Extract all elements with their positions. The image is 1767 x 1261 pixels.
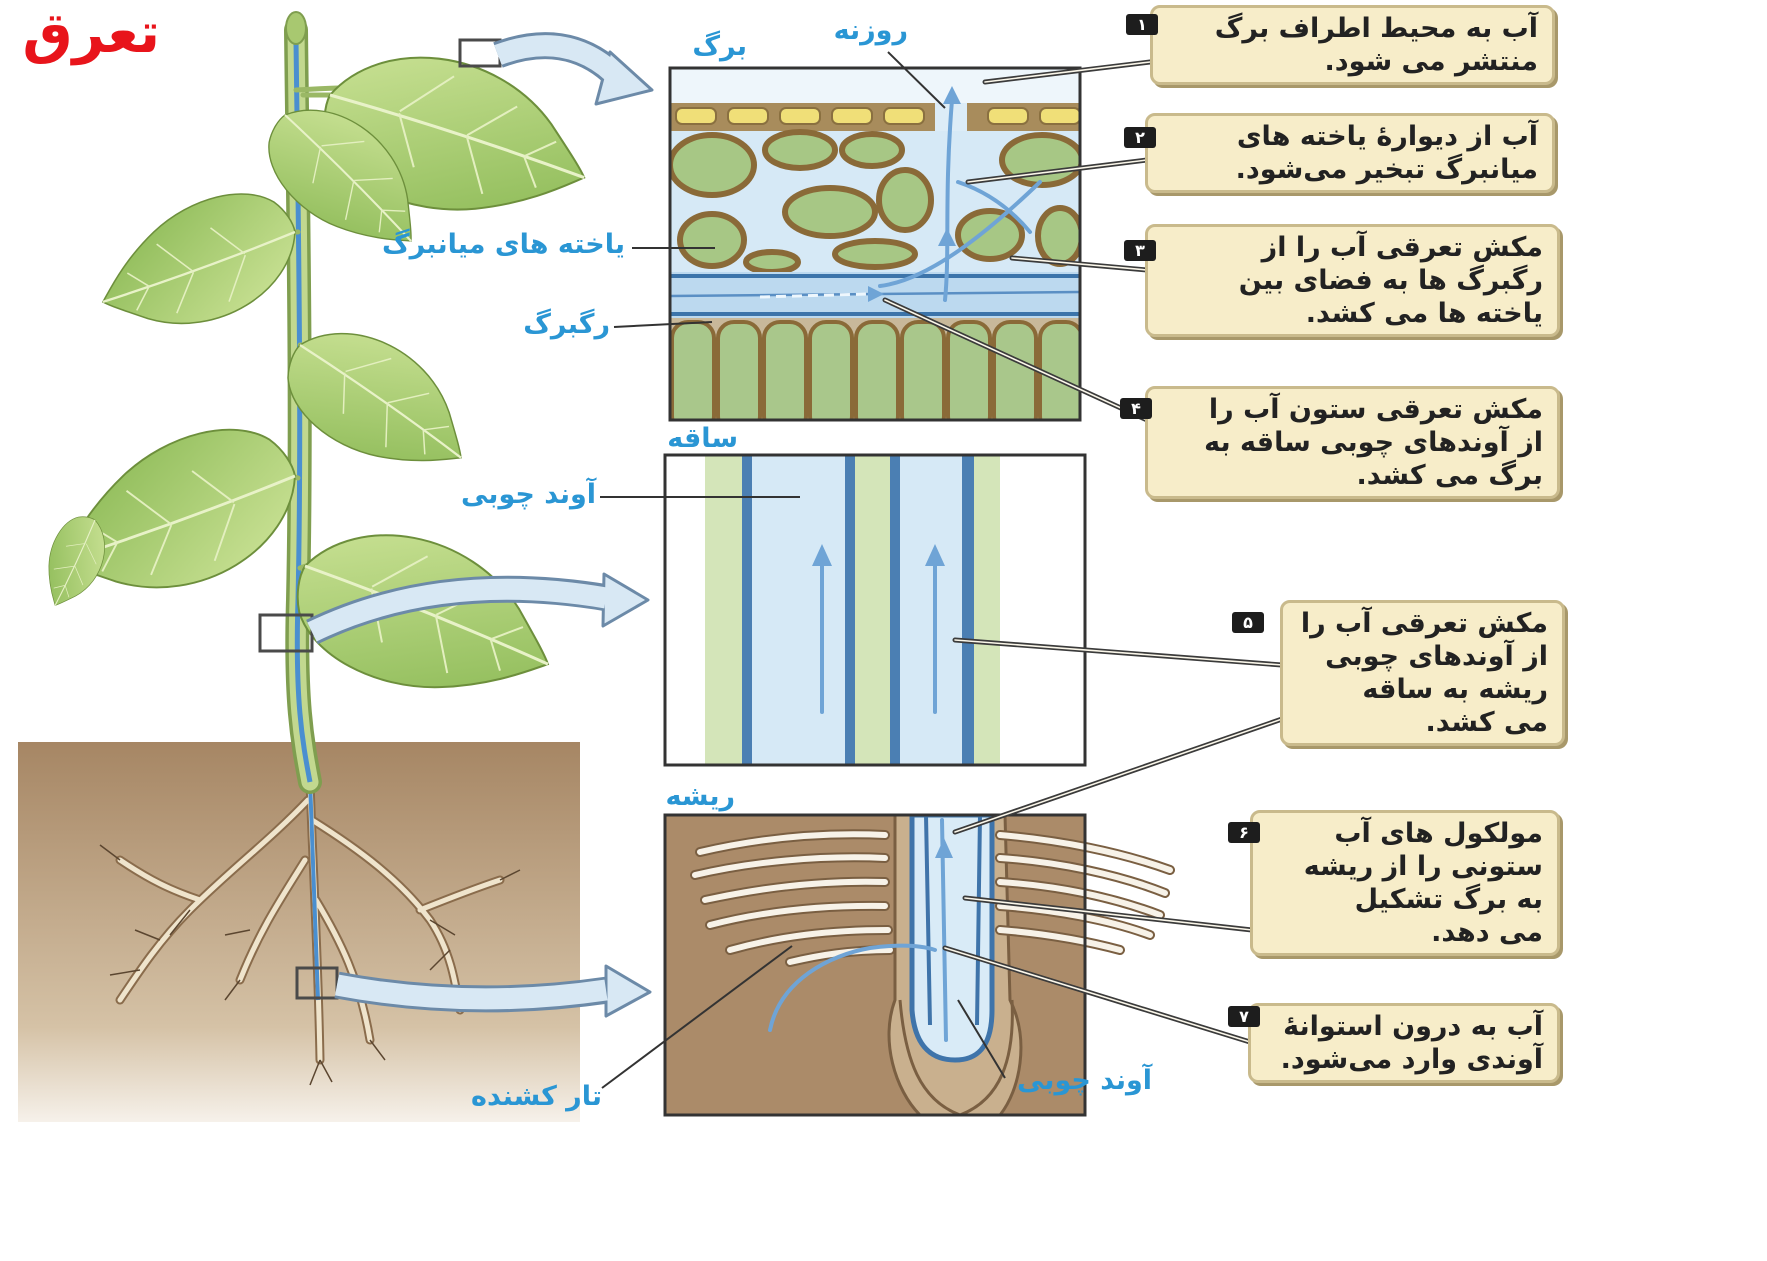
stem-tissue-strip [705,455,742,765]
epidermis-cell [884,108,924,124]
mesophyll-cell [765,132,835,168]
epidermis-cell [728,108,768,124]
mesophyll-cell [958,211,1022,259]
stem-tissue-strip [855,455,890,765]
step-text-line: مکش تعرقی آب را [1293,607,1548,640]
mesophyll-cell [842,134,902,166]
diagram-title: تعرق [10,0,160,70]
step-2-box: آب از دیوارهٔ یاخته های میانبرگ تبخیر می… [1145,113,1555,193]
mesophyll-cell [879,170,931,230]
xylem-vessel [752,455,845,765]
step-text-line: مولکول های آب [1263,817,1543,850]
step-3-box: مکش تعرقی آب را از رگبرگ ها به فضای بین … [1145,224,1560,337]
step-text-line: میانبرگ تبخیر می‌شود. [1158,153,1538,186]
epidermis-cell [780,108,820,124]
xylem-wall [845,455,855,765]
xylem-wall [962,455,974,765]
step-6-number: ۶ [1228,822,1260,843]
xylem-wall [742,455,752,765]
palisade-cell [994,322,1036,432]
soil [18,742,580,1122]
mesophyll-cell [785,188,875,236]
step-7-number: ۷ [1228,1006,1260,1027]
palisade-cell [1040,322,1082,432]
palisade-cells [672,322,1082,432]
step-text-line: به برگ تشکیل [1263,883,1543,916]
step-text-line: مکش تعرقی آب را از [1158,231,1543,264]
palisade-cell [902,322,944,432]
step-5-number: ۵ [1232,612,1264,633]
step-text-line: آب به محیط اطراف برگ [1163,12,1538,45]
step-5-box: مکش تعرقی آب را از آوندهای چوبی ریشه به … [1280,600,1565,746]
epidermis-cell [988,108,1028,124]
step-text-line: ریشه به ساقه [1293,673,1548,706]
step-text-line: می کشد. [1293,706,1548,739]
palisade-cell [672,322,714,432]
root-xylem-label: آوند چوبی [980,1064,1152,1098]
step-text-line: از آوندهای چوبی ساقه به [1158,426,1543,459]
step-1-number: ۱ [1126,14,1158,35]
stem-tissue-strip [974,455,1000,765]
stem-panel-label: ساقه [650,422,738,456]
mesophyll-cell [835,241,915,267]
leaf-panel-label: برگ [675,30,747,64]
root-hair-label: تار کشنده [430,1080,602,1114]
step-text-line: رگبرگ ها به فضای بین [1158,264,1543,297]
mesophyll-cell [1038,208,1082,264]
step-text-line: می دهد. [1263,916,1543,949]
step-text-line: یاخته ها می کشد. [1158,297,1543,330]
stem-xylem-label: آوند چوبی [410,478,596,512]
mesophyll-cell [680,214,744,266]
shoot-bud [286,12,306,44]
leaf-cross-section [670,68,1082,432]
step-text-line: آوندی وارد می‌شود. [1261,1043,1543,1076]
step-2-number: ۲ [1124,127,1156,148]
outer-air [670,68,1080,104]
mesophyll-cell [670,135,754,195]
step-text-line: آب از دیوارهٔ یاخته های [1158,120,1538,153]
step-3-number: ۳ [1124,240,1156,261]
step-text-line: آب به درون استوانهٔ [1261,1010,1543,1043]
step-7-box: آب به درون استوانهٔ آوندی وارد می‌شود. [1248,1003,1560,1083]
stoma-label: روزنه [800,14,908,48]
palisade-cell [810,322,852,432]
mesophyll-cells-label: یاخته های میانبرگ [320,228,625,262]
xylem-wall [890,455,900,765]
mesophyll-cell [746,252,798,272]
step-text-line: برگ می کشد. [1158,459,1543,492]
step-4-box: مکش تعرقی ستون آب را از آوندهای چوبی ساق… [1145,386,1560,499]
step-text-line: منتشر می شود. [1163,45,1538,78]
palisade-cell [764,322,806,432]
palisade-cell [856,322,898,432]
step-text-line: از آوندهای چوبی [1293,640,1548,673]
step-1-box: آب به محیط اطراف برگ منتشر می شود. [1150,5,1555,85]
xylem-vessel [900,455,962,765]
leaf [82,175,314,353]
root-panel-label: ریشه [630,780,735,814]
epidermis-cell [832,108,872,124]
stem-cross-section [665,455,1085,765]
step-4-number: ۴ [1120,398,1152,419]
step-text-line: مکش تعرقی ستون آب را [1158,393,1543,426]
step-6-box: مولکول های آب ستونی را از ریشه به برگ تش… [1250,810,1560,956]
epidermis-cell [1040,108,1080,124]
epidermis-cell [676,108,716,124]
palisade-cell [718,322,760,432]
step-text-line: ستونی را از ریشه [1263,850,1543,883]
leaf-vein-label: رگبرگ [490,308,610,342]
